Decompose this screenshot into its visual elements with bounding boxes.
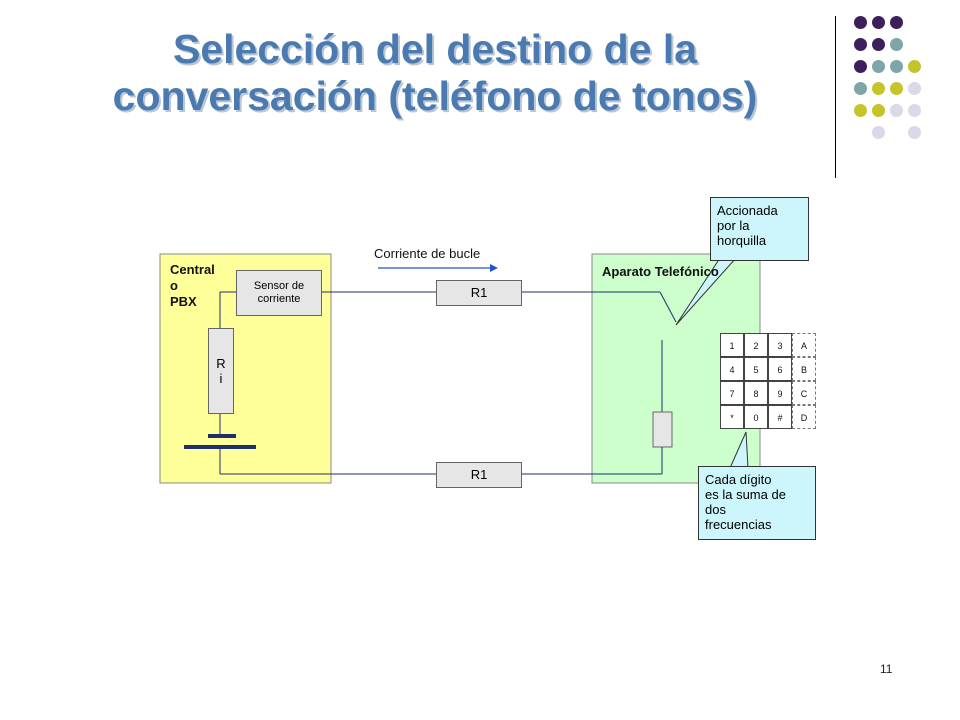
title-divider <box>835 16 836 178</box>
keypad-key: 9 <box>768 381 792 405</box>
keypad-key: 4 <box>720 357 744 381</box>
decorative-dot <box>872 38 885 51</box>
callout-digits-line-3: dos <box>705 502 726 517</box>
decorative-dot <box>908 126 921 139</box>
keypad-key: 5 <box>744 357 768 381</box>
keypad-key: 7 <box>720 381 744 405</box>
central-label: Central o PBX <box>170 262 215 310</box>
callout-hook-line-1: Accionada <box>717 203 778 218</box>
keypad-key: C <box>792 381 816 405</box>
slide-title: Selección del destino de la conversación… <box>40 26 830 120</box>
title-line-1: Selección del destino de la <box>172 26 698 72</box>
decorative-dot <box>908 104 921 117</box>
keypad-key: B <box>792 357 816 381</box>
keypad-key: # <box>768 405 792 429</box>
phone-label: Aparato Telefónico <box>602 264 719 279</box>
title-line-2: conversación (teléfono de tonos) <box>112 73 758 119</box>
keypad-key: 1 <box>720 333 744 357</box>
wire-hook <box>659 291 677 323</box>
decorative-dot <box>872 60 885 73</box>
keypad-key: 2 <box>744 333 768 357</box>
loop-current-arrowhead <box>490 264 498 272</box>
decorative-dot <box>890 60 903 73</box>
page-number: 11 <box>880 662 893 676</box>
central-label-line-2: o <box>170 278 178 293</box>
ri-label-r: R <box>216 356 226 371</box>
resistor-r1-bottom: R1 <box>436 462 522 488</box>
keypad-key: * <box>720 405 744 429</box>
decorative-dot <box>854 82 867 95</box>
resistor-r1-top: R1 <box>436 280 522 306</box>
loop-current-label: Corriente de bucle <box>374 246 481 261</box>
keypad-key: 8 <box>744 381 768 405</box>
callout-digits-line-4: frecuencias <box>705 517 772 532</box>
callout-digits-line-1: Cada dígito <box>705 472 772 487</box>
decorative-dot <box>872 126 885 139</box>
decorative-dot <box>872 104 885 117</box>
decorative-dot <box>890 38 903 51</box>
phone-resistor <box>652 411 673 448</box>
callout-hook-line-2: por la <box>717 218 750 233</box>
decorative-dot <box>890 82 903 95</box>
decorative-dot <box>908 82 921 95</box>
decorative-dot <box>872 16 885 29</box>
ri-label-i: i <box>219 371 223 386</box>
callout-digits: Cada dígito es la suma de dos frecuencia… <box>698 466 816 540</box>
decorative-dot <box>890 104 903 117</box>
callout-digits-line-2: es la suma de <box>705 487 786 502</box>
callout-hook-line-3: horquilla <box>717 233 767 248</box>
decorative-dot <box>872 82 885 95</box>
keypad-key: 6 <box>768 357 792 381</box>
decorative-dot <box>854 60 867 73</box>
keypad-key: D <box>792 405 816 429</box>
sensor-label-line-1: Sensor de <box>253 280 305 292</box>
keypad-key: A <box>792 333 816 357</box>
decorative-dot <box>908 60 921 73</box>
keypad-key: 0 <box>744 405 768 429</box>
decorative-dot <box>890 16 903 29</box>
decorative-dot <box>854 38 867 51</box>
callout-hook: Accionada por la horquilla <box>710 197 809 261</box>
keypad-key: 3 <box>768 333 792 357</box>
internal-resistor: R i <box>208 328 234 414</box>
central-label-line-3: PBX <box>170 294 197 309</box>
decorative-dot-grid <box>846 10 942 160</box>
decorative-dot <box>854 104 867 117</box>
central-label-line-1: Central <box>170 262 215 277</box>
sensor-label-line-2: corriente <box>257 293 301 305</box>
decorative-dot <box>854 16 867 29</box>
